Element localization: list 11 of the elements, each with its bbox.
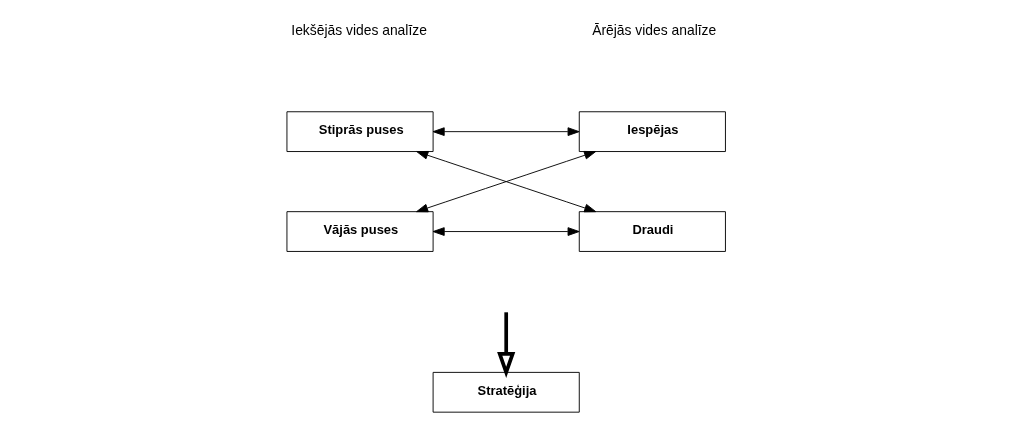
node-box: Iespējas (578, 111, 726, 152)
node-box: Draudi (578, 211, 726, 252)
arrow (432, 127, 580, 136)
node-box: Stratēģija (432, 371, 580, 413)
node-box: Vājās puses (286, 211, 434, 252)
arrow (416, 150, 597, 213)
arrow (497, 312, 516, 378)
arrow (432, 227, 580, 236)
node-box: Stiprās puses (286, 111, 434, 152)
label: Ārējās vides analīze (592, 21, 717, 38)
label: Iekšējās vides analīze (291, 21, 427, 38)
